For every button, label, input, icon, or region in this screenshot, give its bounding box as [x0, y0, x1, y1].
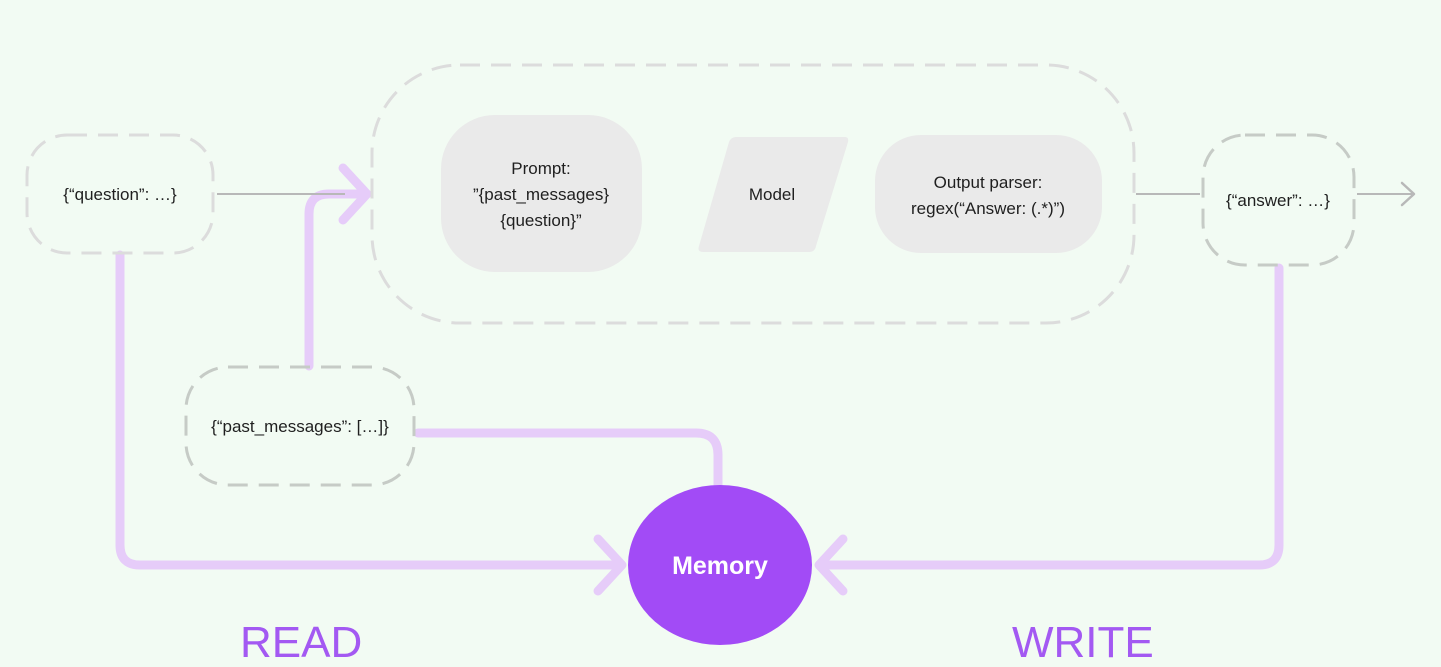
model-label: Model: [749, 185, 795, 204]
memory-label: Memory: [672, 552, 768, 580]
chain-container: [370, 63, 1136, 325]
read-flow-line: [115, 250, 617, 570]
question-input-box[interactable]: [25, 133, 215, 255]
answer-output-box[interactable]: [1201, 133, 1356, 267]
past-messages-box[interactable]: [184, 365, 416, 487]
memory-to-past-messages-line: [413, 428, 723, 495]
answer-output-label: {“answer”: …}: [1226, 191, 1330, 210]
write-label: WRITE: [1012, 618, 1154, 667]
read-label: READ: [240, 618, 362, 667]
output-arrowhead: [1400, 181, 1416, 207]
output-parser-label-line2: regex(“Answer: (.*)”): [911, 199, 1065, 218]
prompt-component[interactable]: [441, 115, 642, 272]
chain-input-arrowhead: [338, 163, 372, 225]
output-parser-label-line1: Output parser:: [934, 173, 1043, 192]
read-arrowhead: [593, 534, 627, 596]
prompt-label-line2: ”{past_messages}: [473, 185, 609, 204]
output-parser-component[interactable]: [875, 135, 1102, 253]
write-flow-line: [823, 263, 1284, 570]
question-input-label: {“question”: …}: [63, 185, 177, 204]
memory-node[interactable]: [628, 485, 812, 645]
past-messages-label: {“past_messages”: […]}: [211, 417, 389, 436]
prompt-label-line1: Prompt:: [511, 159, 571, 178]
write-arrowhead: [814, 534, 848, 596]
prompt-label-line3: {question}”: [500, 211, 582, 230]
model-component[interactable]: [698, 137, 849, 252]
past-messages-to-chain-line: [304, 189, 367, 371]
